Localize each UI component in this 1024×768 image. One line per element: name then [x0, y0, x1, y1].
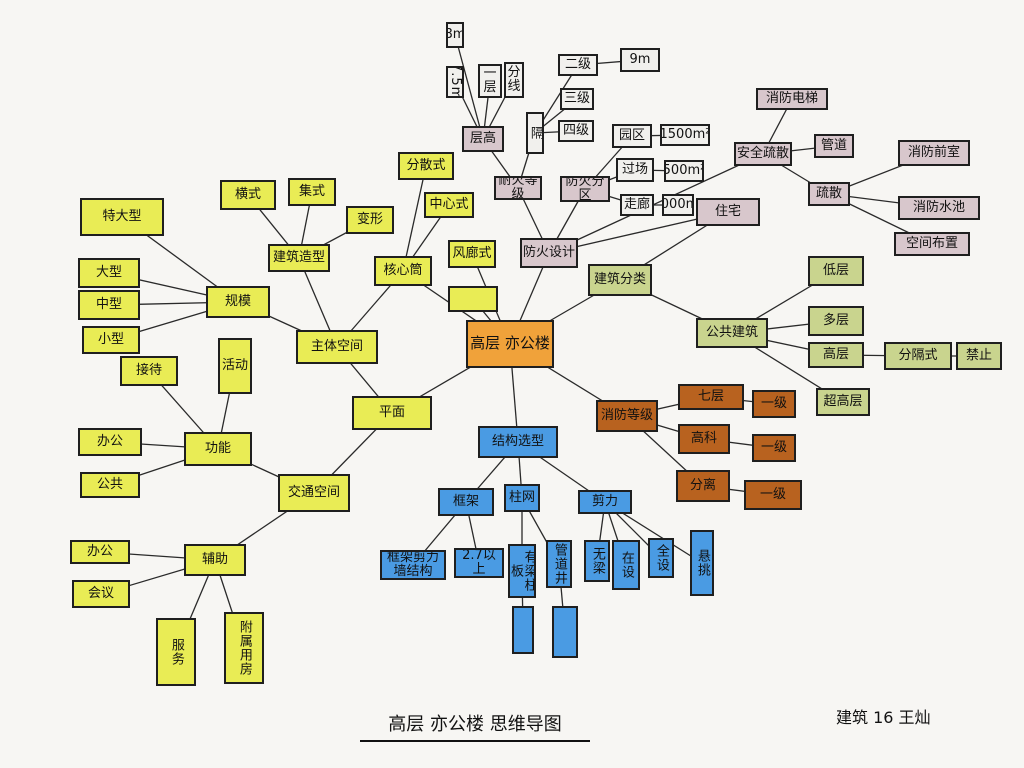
node-fire-anteroom[interactable]: 消防前室: [898, 140, 970, 166]
node-reception[interactable]: 接待: [120, 356, 178, 386]
node-multi-storey[interactable]: 多层: [808, 306, 864, 336]
node-pipe[interactable]: 管道: [814, 134, 854, 158]
node-dispersed[interactable]: 分散式: [398, 152, 454, 180]
node-safe-evacuation[interactable]: 安全疏散: [734, 142, 792, 166]
node-deformed[interactable]: 变形: [346, 206, 394, 234]
node-prohibited[interactable]: 禁止: [956, 342, 1002, 370]
node-2-7-above[interactable]: 2.7以上: [454, 548, 504, 578]
node-level-4[interactable]: 四级: [558, 120, 594, 142]
node-partition[interactable]: 隔: [526, 112, 544, 154]
node-fire-pool[interactable]: 消防水池: [898, 196, 980, 220]
node-cantilever[interactable]: 悬挑: [690, 530, 714, 596]
node-seventh-floor[interactable]: 七层: [678, 384, 744, 410]
node-1000m2[interactable]: 1000m²: [662, 194, 694, 216]
node-scale-alt[interactable]: [448, 286, 498, 312]
node-wind-corridor[interactable]: 风廊式: [448, 240, 496, 268]
node-column-grid[interactable]: 柱网: [504, 484, 540, 512]
node-service[interactable]: 服务: [156, 618, 196, 686]
node-function[interactable]: 功能: [184, 432, 252, 466]
node-division-line[interactable]: 分线: [504, 62, 524, 98]
node-full-design[interactable]: 全设: [648, 538, 674, 578]
node-center[interactable]: 高层 亦公楼: [466, 320, 554, 368]
node-meeting[interactable]: 会议: [72, 580, 130, 608]
node-fire-resistance[interactable]: 耐火等级: [494, 176, 542, 200]
node-building-classification[interactable]: 建筑分类: [588, 264, 652, 296]
node-structure-type[interactable]: 结构选型: [478, 426, 558, 458]
node-blue-sub-b[interactable]: [552, 606, 578, 658]
node-public-building[interactable]: 公共建筑: [696, 318, 768, 348]
node-transition[interactable]: 过场: [616, 158, 654, 182]
connector-cheng-lujing: [454, 34, 484, 140]
node-evacuation[interactable]: 疏散: [808, 182, 850, 206]
node-frame-shear-wall[interactable]: 框架剪力墙结构: [380, 550, 446, 580]
node-central[interactable]: 中心式: [424, 192, 474, 218]
node-plan[interactable]: 平面: [352, 396, 432, 430]
node-pipe-shaft[interactable]: 管道井: [546, 540, 572, 588]
node-grade-1-a[interactable]: 一级: [752, 390, 796, 418]
node-frame[interactable]: 框架: [438, 488, 494, 516]
node-1500m2[interactable]: 1500m²: [660, 124, 710, 146]
node-office-2[interactable]: 办公: [70, 540, 130, 564]
node-scale[interactable]: 规模: [206, 286, 270, 318]
node-attached-rooms[interactable]: 附属用房: [224, 612, 264, 684]
node-core-tube[interactable]: 核心筒: [374, 256, 432, 286]
author-credit: 建筑 16 王灿: [836, 708, 931, 727]
node-park[interactable]: 园区: [612, 124, 652, 148]
node-fire-elevator[interactable]: 消防电梯: [756, 88, 828, 110]
node-fire-zone[interactable]: 防火分区: [560, 176, 610, 202]
node-activity[interactable]: 活动: [218, 338, 252, 394]
node-fire-rating[interactable]: 消防等级: [596, 400, 658, 432]
node-auxiliary[interactable]: 辅助: [184, 544, 246, 576]
node-7-5m[interactable]: 7.5m: [446, 66, 464, 98]
node-high-tech[interactable]: 高科: [678, 424, 730, 454]
node-blue-sub-a[interactable]: [512, 606, 534, 654]
node-no-beam[interactable]: 无梁: [584, 540, 610, 582]
node-grade-1-b[interactable]: 一级: [752, 434, 796, 462]
node-low-rise[interactable]: 低层: [808, 256, 864, 286]
node-horizontal[interactable]: 横式: [220, 180, 276, 210]
node-main-space[interactable]: 主体空间: [296, 330, 378, 364]
node-9m[interactable]: 9m: [620, 48, 660, 72]
node-level-3[interactable]: 三级: [560, 88, 594, 110]
node-shear-wall[interactable]: 剪力: [578, 490, 632, 514]
node-medium[interactable]: 中型: [78, 290, 140, 320]
node-super-high-rise[interactable]: 超高层: [816, 388, 870, 416]
node-under-design[interactable]: 在设: [612, 540, 640, 590]
node-building-form[interactable]: 建筑造型: [268, 244, 330, 272]
node-8m[interactable]: 8m: [446, 22, 464, 48]
node-fire-design[interactable]: 防火设计: [520, 238, 578, 268]
node-level-2[interactable]: 二级: [558, 54, 598, 76]
node-separation[interactable]: 分离: [676, 470, 730, 502]
node-high-rise[interactable]: 高层: [808, 342, 864, 368]
node-space-layout[interactable]: 空间布置: [894, 232, 970, 256]
node-floor-height[interactable]: 层高: [462, 126, 504, 152]
node-500m2[interactable]: 500m²: [664, 160, 704, 182]
connector-heixin-fenxing: [402, 165, 427, 272]
node-public[interactable]: 公共: [80, 472, 140, 498]
node-one-floor[interactable]: 一层: [478, 64, 502, 98]
node-large[interactable]: 大型: [78, 258, 140, 288]
node-partition-type[interactable]: 分隔式: [884, 342, 952, 370]
node-cluster[interactable]: 集式: [288, 178, 336, 206]
node-extra-large[interactable]: 特大型: [80, 198, 164, 236]
diagram-title: 高层 亦公楼 思维导图: [360, 706, 590, 742]
node-corridor[interactable]: 走廊: [620, 194, 654, 216]
connector-fangzhuo-anquan: [548, 153, 764, 254]
node-residence[interactable]: 住宅: [696, 198, 760, 226]
node-beam-column-slab[interactable]: 有梁柱板: [508, 544, 536, 598]
node-grade-1-c[interactable]: 一级: [744, 480, 802, 510]
node-traffic-space[interactable]: 交通空间: [278, 474, 350, 512]
node-office[interactable]: 办公: [78, 428, 142, 456]
node-small[interactable]: 小型: [82, 326, 140, 354]
